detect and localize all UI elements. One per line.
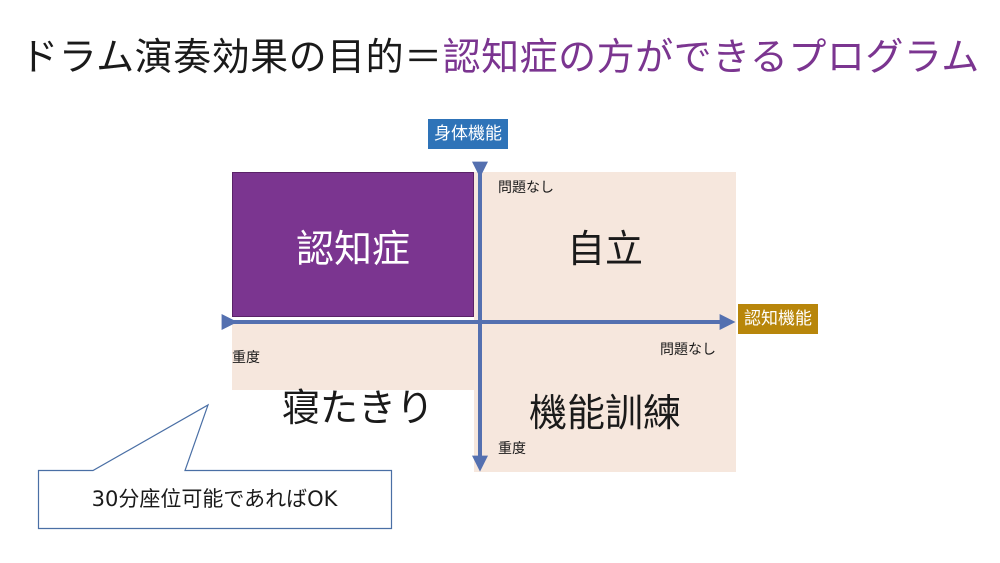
quadrant-label-bedridden: 寝たきり (281, 386, 434, 430)
vertical-top-end-label: 問題なし (498, 180, 554, 196)
callout-text: 30分座位可能であればOK (91, 487, 338, 511)
title-prefix: ドラム演奏効果の目的＝ (20, 35, 443, 79)
vertical-bottom-end-label: 重度 (498, 441, 526, 457)
slide-title: ドラム演奏効果の目的＝認知症の方ができるプログラム (0, 26, 1000, 81)
axis-label-cognitive-function: 認知機能 (738, 304, 818, 334)
quadrant-bottom-left-bg (232, 322, 474, 390)
quadrant-label-rehabilitation: 機能訓練 (528, 391, 681, 435)
quadrant-label-dementia: 認知症 (295, 227, 410, 271)
quadrant-label-independent: 自立 (566, 227, 643, 271)
horizontal-left-end-label: 重度 (232, 350, 260, 366)
title-accent: 認知症の方ができるプログラム (442, 35, 980, 79)
axis-label-physical-function: 身体機能 (428, 119, 508, 149)
quadrant-top-right-bg (474, 172, 736, 322)
horizontal-right-end-label: 問題なし (660, 342, 716, 358)
quadrant-top-left-bg (232, 172, 474, 317)
quadrant-bottom-right-bg (474, 322, 736, 472)
